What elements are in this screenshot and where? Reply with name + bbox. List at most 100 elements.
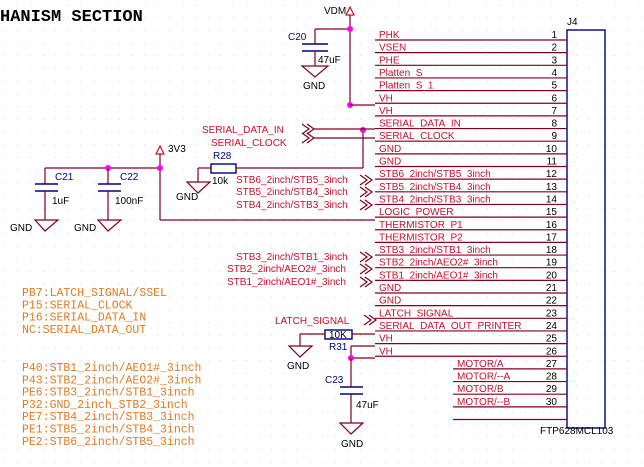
- pin-note: P32:GND_2inch_STB2_3inch: [22, 399, 188, 412]
- ground-icon: [33, 219, 60, 232]
- pin-number: 27: [546, 359, 558, 370]
- pin-net-label: PHK: [379, 30, 400, 41]
- port-stb3: STB3_2inch/STB1_3inch: [236, 252, 348, 263]
- pin-note: P40:STB1_2inch/AEO1#_3inch: [22, 362, 201, 375]
- capacitor-c23[interactable]: C23 47uF GND: [325, 358, 379, 450]
- pin-net-label: VH: [379, 334, 393, 345]
- pin-note: PE6:STB3_2inch/STB1_3inch: [22, 387, 195, 400]
- pin-net-label: SERIAL_DATA_OUT_PRINTER: [379, 321, 521, 332]
- c21-ref: C21: [55, 172, 74, 183]
- pin-net-label: THERMISTOR_P1: [379, 220, 463, 231]
- pin-net-label: Platten_S_1: [379, 81, 434, 92]
- c20-ref: C20: [288, 32, 307, 43]
- junction-dot: [360, 127, 366, 133]
- pin-note: P16:SERIAL_DATA_IN: [22, 312, 146, 325]
- pin-net-label: STB2_2inch/AEO2#_3inch: [379, 258, 498, 269]
- vdm-label: VDM: [324, 6, 346, 17]
- c22-value: 100nF: [115, 196, 143, 207]
- port-stb5: STB5_2inch/STB4_3inch: [236, 187, 348, 198]
- port-stb4: STB4_2inch/STB3_3inch: [236, 200, 348, 211]
- pin-net-label: GND: [379, 157, 401, 168]
- pin-net-label: MOTOR/B: [457, 384, 504, 395]
- pin-number: 24: [546, 321, 558, 332]
- power-arrow-icon: [345, 5, 355, 16]
- pin-net-label: GND: [379, 144, 401, 155]
- pin-net-label: STB4_2inch/STB3_3inch: [379, 194, 491, 205]
- pin-number: 13: [546, 182, 558, 193]
- c23-value: 47uF: [356, 400, 379, 411]
- ground-icon: [300, 65, 330, 78]
- pin-number: 5: [551, 81, 557, 92]
- junction-dot: [347, 26, 353, 32]
- pin-net-label: SERIAL_DATA_IN: [379, 119, 461, 130]
- pin-net-label: GND: [379, 283, 401, 294]
- ground-icon: [185, 181, 212, 194]
- port-stb2: STB2_2inch/AEO2#_3inch: [227, 264, 346, 275]
- gnd-label: GND: [287, 361, 309, 372]
- capacitor-c20[interactable]: C20 47uF GND: [288, 29, 341, 92]
- r31-value: 10K: [329, 330, 347, 341]
- pin-number: 20: [546, 270, 558, 281]
- pin-net-label: STB5_2inch/STB4_3inch: [379, 182, 491, 193]
- pin-net-label: VSEN: [379, 43, 406, 54]
- v3v3-power-symbol: 3V3: [155, 144, 186, 155]
- pin-number: 23: [546, 308, 558, 319]
- c21-value: 1uF: [52, 196, 69, 207]
- pin-number: 6: [551, 93, 557, 104]
- resistor-r28[interactable]: R28 10k GND: [176, 127, 366, 203]
- pin-note: NC:SERIAL_DATA_OUT: [22, 324, 146, 337]
- port-arrows-stb-upper: [359, 174, 374, 211]
- grid-dots: [4, 4, 641, 463]
- r28-value: 10k: [212, 176, 229, 187]
- capacitor-c21[interactable]: C21 1uF GND: [10, 168, 74, 234]
- port-arrows-stb-lower: [359, 251, 374, 288]
- pin-net-label: LATCH_SIGNAL: [379, 308, 454, 319]
- pin-net-label: STB3_2inch/STB1_3inch: [379, 245, 491, 256]
- port-stb6: STB6_2inch/STB5_3inch: [236, 175, 348, 186]
- connector-ref: J4: [567, 17, 578, 28]
- pin-note: PE2:STB6_2inch/STB5_3inch: [22, 436, 195, 449]
- pin-number: 16: [546, 220, 558, 231]
- pin-net-label: GND: [379, 296, 401, 307]
- connector-body: [566, 29, 606, 429]
- pin-net-label: LOGIC_POWER: [379, 207, 453, 218]
- pin-net-label: MOTOR/A: [457, 359, 504, 370]
- pin-net-label: MOTOR/--B: [457, 397, 510, 408]
- pin-number: 10: [546, 144, 558, 155]
- pin-net-label: VH: [379, 106, 393, 117]
- c22-ref: C22: [120, 172, 139, 183]
- pin-number: 26: [546, 346, 558, 357]
- pin-number: 18: [546, 245, 558, 256]
- v3v3-label: 3V3: [168, 144, 186, 155]
- pin-number: 7: [551, 106, 557, 117]
- r31-ref: R31: [329, 342, 348, 353]
- pin-number: 2: [551, 43, 557, 54]
- pin-number: 12: [546, 169, 558, 180]
- capacitor-c22[interactable]: C22 100nF GND: [74, 168, 143, 234]
- gnd-label: GND: [74, 223, 96, 234]
- pin-number: 3: [551, 55, 557, 66]
- section-title: HANISM SECTION: [0, 8, 143, 27]
- r28-ref: R28: [213, 151, 232, 162]
- pin-number: 17: [546, 232, 558, 243]
- pin-number: 11: [547, 157, 558, 168]
- pin-note: PE1:STB5_2inch/STB4_3inch: [22, 424, 195, 437]
- pin-number: 29: [546, 384, 558, 395]
- pin-notes-stb: P40:STB1_2inch/AEO1#_3inchP43:STB2_2inch…: [22, 362, 201, 449]
- pin-net-label: PHE: [379, 55, 400, 66]
- port-serial-data-in: SERIAL_DATA_IN: [202, 125, 284, 136]
- pin-net-label: THERMISTOR_P2: [379, 232, 463, 243]
- pin-note: PE7:STB4_2inch/STB3_3inch: [22, 411, 195, 424]
- port-stb1: STB1_2inch/AEO1#_3inch: [227, 277, 346, 288]
- pin-number: 8: [551, 119, 557, 130]
- pin-number: 28: [546, 372, 558, 383]
- resistor-r31[interactable]: 10K R31 GND: [287, 329, 375, 372]
- port-arrows-latch: [363, 314, 378, 326]
- gnd-label: GND: [176, 192, 198, 203]
- gnd-label: GND: [341, 439, 363, 450]
- pin-number: 25: [546, 334, 558, 345]
- ground-icon: [338, 422, 365, 435]
- port-arrows-serial: [301, 123, 316, 144]
